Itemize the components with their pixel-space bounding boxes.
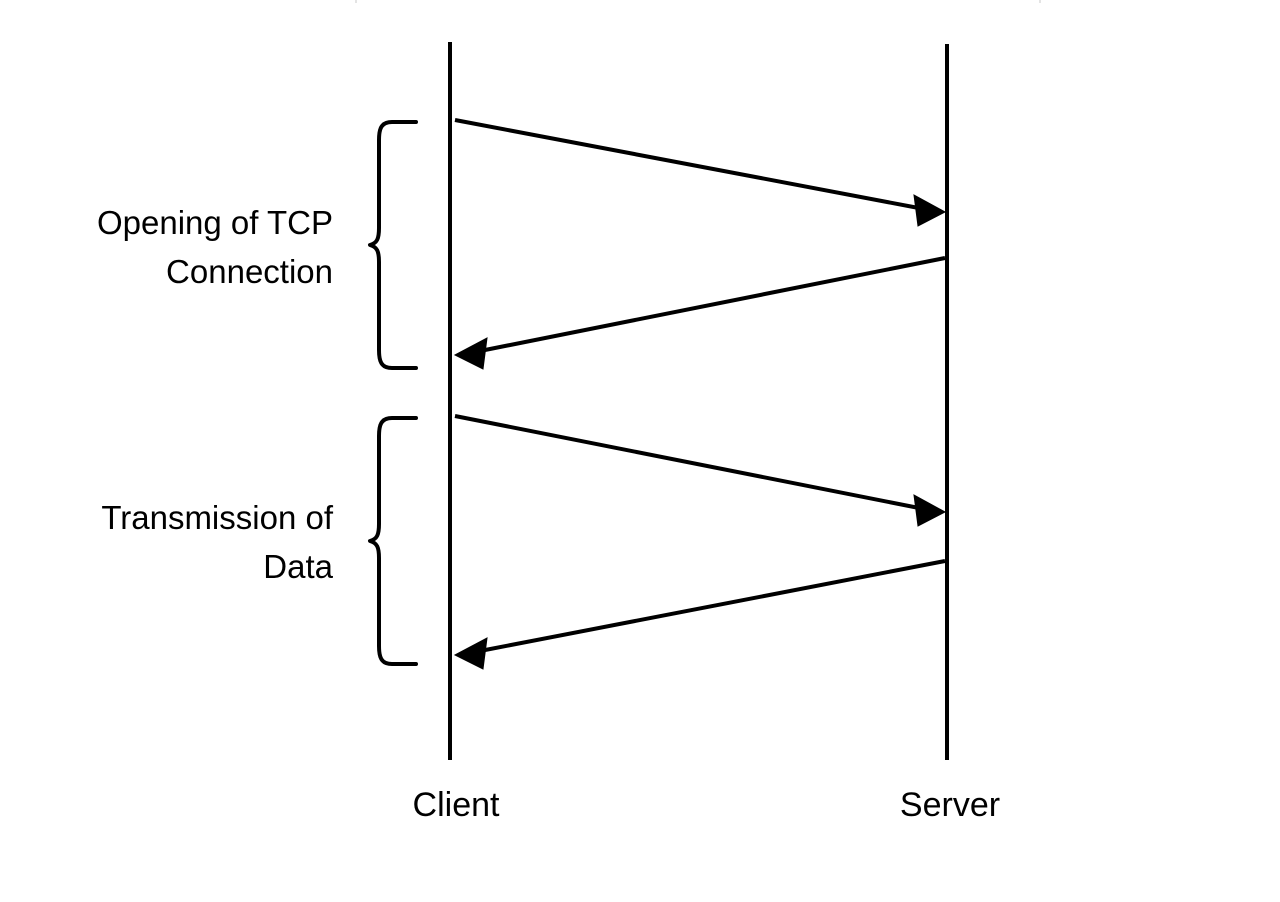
- message-arrow-client-to-server-1: [454, 118, 947, 227]
- actor-label-client: Client: [412, 786, 500, 824]
- actor-label-server: Server: [899, 786, 1001, 824]
- brace-transmission-of-data: [368, 416, 418, 666]
- brace-opening-of-tcp-connection: [368, 120, 418, 370]
- registration-ticks: [355, 0, 1041, 3]
- message-arrow-server-to-client-2: [453, 559, 946, 670]
- message-arrow-server-to-client-1: [453, 256, 946, 370]
- message-arrow-client-to-server-2: [454, 414, 947, 527]
- phase-label-opening-of-tcp-connection: Opening of TCP Connection: [96, 204, 333, 290]
- phase-label-transmission-of-data: Transmission of Data: [101, 499, 333, 585]
